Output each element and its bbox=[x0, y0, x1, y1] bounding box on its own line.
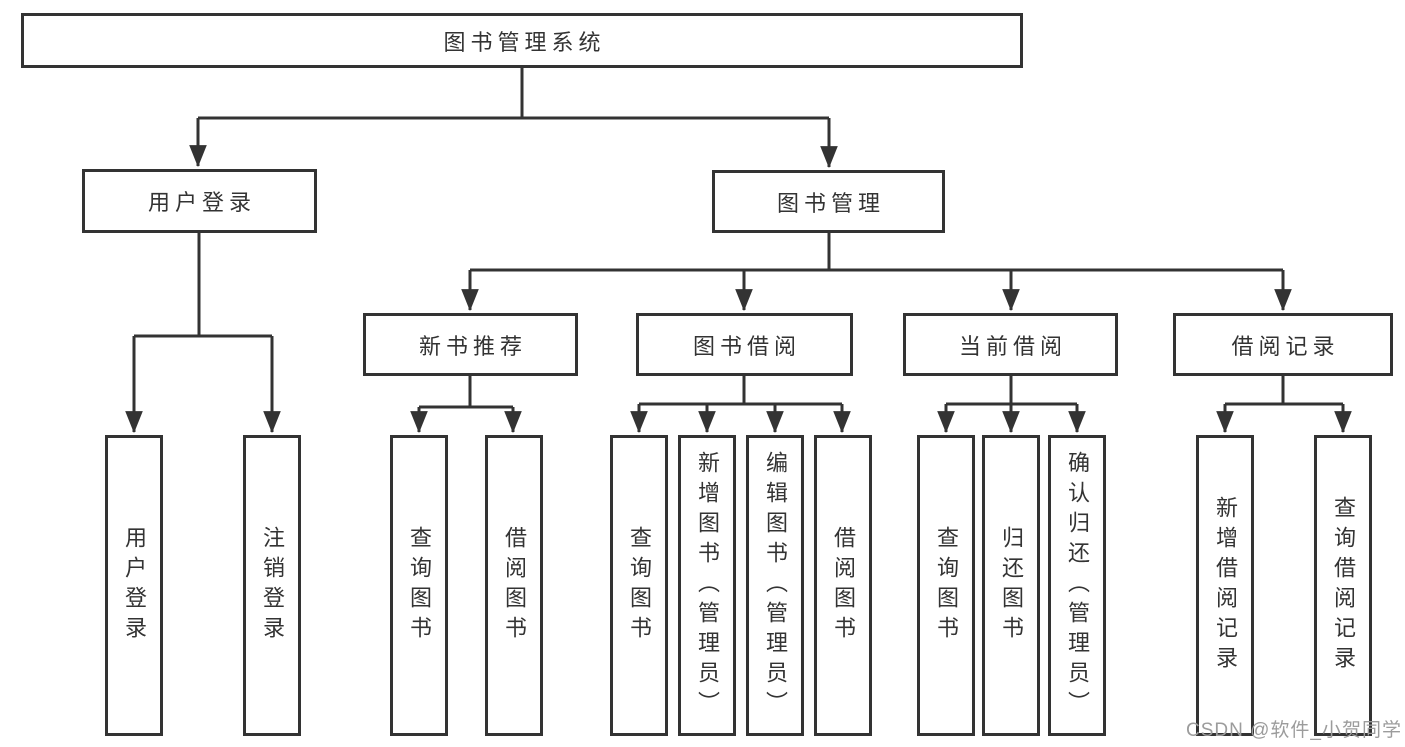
node-current-borrow: 当前借阅 bbox=[903, 313, 1118, 376]
leaf-label: 查询图书 bbox=[627, 525, 652, 646]
node-borrow-records: 借阅记录 bbox=[1173, 313, 1393, 376]
leaf-confirm-return-admin: 确认归还（管理员） bbox=[1048, 435, 1106, 736]
leaf-add-books-admin: 新增图书（管理员） bbox=[678, 435, 736, 736]
leaf-query-borrow-record: 查询借阅记录 bbox=[1314, 435, 1372, 736]
connector-book-borrow bbox=[630, 376, 851, 434]
node-new-book-recommend: 新书推荐 bbox=[363, 313, 578, 376]
connector-root bbox=[189, 68, 838, 169]
leaf-query-books-borrow: 查询图书 bbox=[610, 435, 668, 736]
connector-borrow-records bbox=[1216, 376, 1352, 434]
leaf-add-borrow-record: 新增借阅记录 bbox=[1196, 435, 1254, 736]
leaf-borrow-books: 借阅图书 bbox=[814, 435, 872, 736]
leaf-query-books-recommend: 查询图书 bbox=[390, 435, 448, 736]
leaf-label: 借阅图书 bbox=[502, 525, 527, 646]
leaf-query-books-current: 查询图书 bbox=[917, 435, 975, 736]
leaf-label: 用户登录 bbox=[122, 525, 147, 646]
leaf-label: 查询图书 bbox=[407, 525, 432, 646]
node-book-management: 图书管理 bbox=[712, 170, 945, 233]
leaf-label: 查询图书 bbox=[934, 525, 959, 646]
node-user-login: 用户登录 bbox=[82, 169, 317, 233]
node-book-borrow: 图书借阅 bbox=[636, 313, 853, 376]
leaf-label: 新增图书（管理员） bbox=[695, 450, 720, 721]
leaf-label: 查询借阅记录 bbox=[1331, 495, 1356, 676]
leaf-label: 编辑图书（管理员） bbox=[763, 450, 788, 721]
connector-new-book-recommend bbox=[410, 376, 522, 434]
leaf-label: 注销登录 bbox=[260, 525, 285, 646]
connector-user-login bbox=[125, 233, 281, 434]
node-root-system: 图书管理系统 bbox=[21, 13, 1023, 68]
connector-book-management bbox=[461, 233, 1292, 312]
leaf-label: 新增借阅记录 bbox=[1213, 495, 1238, 676]
connector-current-borrow bbox=[937, 376, 1086, 434]
leaf-logout-login: 注销登录 bbox=[243, 435, 301, 736]
leaf-borrow-books-recommend: 借阅图书 bbox=[485, 435, 543, 736]
leaf-label: 借阅图书 bbox=[831, 525, 856, 646]
leaf-label: 确认归还（管理员） bbox=[1065, 450, 1090, 721]
leaf-edit-books-admin: 编辑图书（管理员） bbox=[746, 435, 804, 736]
leaf-return-books: 归还图书 bbox=[982, 435, 1040, 736]
leaf-label: 归还图书 bbox=[999, 525, 1024, 646]
csdn-watermark: CSDN @软件_小贺同学 bbox=[1186, 720, 1402, 741]
leaf-user-login: 用户登录 bbox=[105, 435, 163, 736]
